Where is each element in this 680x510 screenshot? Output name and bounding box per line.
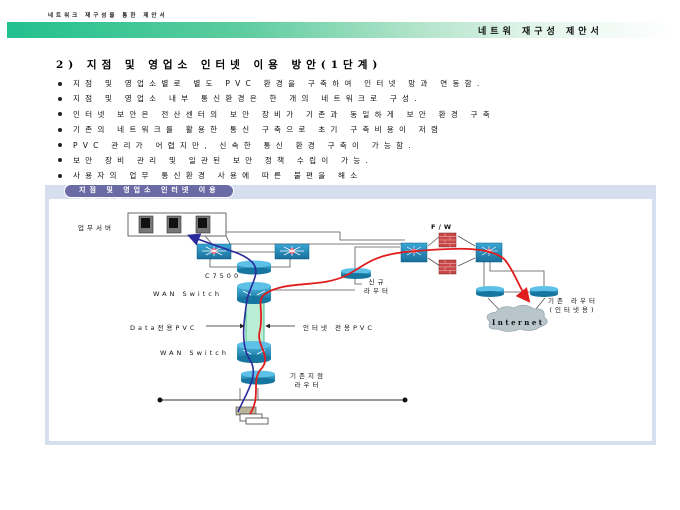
server-icon [138,215,154,234]
existing-router-label: 기존 라우터 (인터넷용) [548,297,598,314]
bullet-list: 지점 및 영업소별로 별도 PVC 환경을 구축하여 인터넷 망과 연동함. 지… [58,76,495,184]
bullet-item: 지점 및 영업소 내부 통신환경은 한 개의 네트워크로 구성. [58,91,495,106]
diagram-panel-body [49,199,652,441]
wan-switch-bottom-label: WAN Switch [160,349,229,357]
network-links [204,231,546,400]
data-path-arrow [187,233,257,413]
bullet-dot-icon [58,112,62,117]
business-server-label: 업무서버 [78,224,114,232]
c7500-label: C7500 [205,272,242,280]
wan-switch-top-label: WAN Switch [153,290,222,298]
section-title: 2) 지점 및 영업소 인터넷 이용 방안(1단계) [56,59,383,71]
bullet-item: 사용자의 업무 통신환경 사용에 따른 불편을 해소 [58,168,495,183]
bullet-dot-icon [58,81,62,86]
c7500-router-icon [237,260,271,275]
diagram-tab-label: 지점 및 영업소 인터넷 이용 방안(1차) [64,184,234,205]
internet-label: Internet [492,318,545,327]
bullet-item: 기존의 네트워크를 활용한 통신 구축으로 초기 구축비용이 저렴 [58,122,495,137]
server-icon [195,215,211,234]
bullet-dot-icon [58,127,62,132]
core-switch-icon [196,243,232,260]
data-pvc-label: Data전용PVC [130,324,198,332]
server-icon [166,215,182,234]
branch-router-icon [241,370,275,385]
internet-pvc-label: 인터넷 전용PVC [303,324,375,332]
lan-bus [157,397,408,403]
firewall-label: F/W [431,223,454,231]
internet-router-left-icon [476,286,504,297]
bullet-item: PVC 관리가 어렵지만, 신속한 통신 환경 구축이 가능함. [58,138,495,153]
firewall-icon [438,232,457,248]
bullet-dot-icon [58,173,62,178]
business-server-group [127,212,227,237]
bullet-item: 지점 및 영업소별로 별도 PVC 환경을 구축하여 인터넷 망과 연동함. [58,76,495,91]
firewall-icon [438,259,457,275]
header-gradient-bar [7,22,673,38]
bullet-dot-icon [58,158,62,163]
wan-switch-top-icon [237,282,271,304]
internet-path-arrow [249,247,531,415]
existing-internet-router-icon [530,286,558,297]
bullet-item: 보안 장비 관리 및 일관된 보안 정책 수립이 가능. [58,153,495,168]
internet-cloud-icon [486,304,548,332]
bullet-dot-icon [58,143,62,148]
header-title: 네트워 재구성 제안서 [478,27,603,37]
bullet-item: 인터넷 보안은 전산센터의 보안 장비가 기존과 동일하게 보안 환경 구축 [58,107,495,122]
branch-router-label: 기존지점 라우터 [290,372,326,389]
document-caption: 네트워크 재구성을 통한 제안서 [48,13,168,19]
core-switch-icon [274,243,310,260]
bullet-dot-icon [58,96,62,101]
new-router-label: 신규 라우터 [364,278,391,295]
